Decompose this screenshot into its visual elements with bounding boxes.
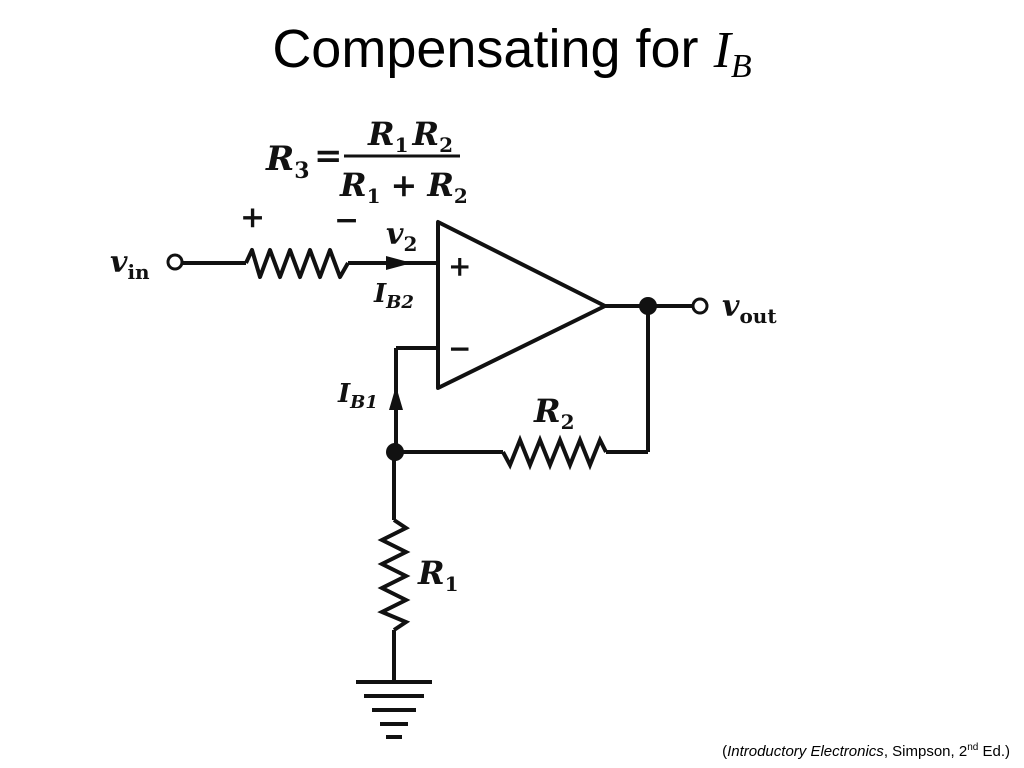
ib1-arrow-icon: [389, 386, 403, 410]
ib2-arrow-icon: [386, 256, 412, 270]
ground-icon: [356, 680, 432, 739]
opamp-triangle: [436, 220, 607, 390]
citation-book: Introductory Electronics: [727, 743, 884, 760]
ib1-label: IB1: [337, 379, 378, 413]
output-junction-dot: [639, 297, 657, 315]
resistor-plus-sign: +: [240, 200, 265, 235]
citation: (Introductory Electronics, Simpson, 2nd …: [722, 742, 1010, 760]
title-symbol-letter: I: [713, 22, 731, 79]
r2-resistor: [501, 434, 608, 471]
r1-label: R1: [417, 554, 459, 596]
vout-terminal: [691, 297, 709, 315]
r2-label: R2: [533, 392, 575, 434]
ib2-label: IB2: [373, 279, 414, 313]
r1-resistor: [377, 518, 411, 632]
vin-terminal: [166, 253, 184, 271]
citation-author: , Simpson, 2: [883, 743, 968, 760]
title-symbol-subscript: B: [730, 48, 752, 85]
output-branch: [394, 297, 709, 471]
inverting-junction-dot: [386, 443, 404, 461]
citation-edition: Ed.): [978, 743, 1010, 760]
eq-equals: =: [314, 136, 343, 176]
citation-sup: nd: [967, 742, 979, 753]
opamp-plus-input: +: [448, 250, 471, 283]
opamp-minus-input: −: [448, 332, 471, 365]
input-resistor: [244, 248, 350, 279]
vout-label: vout: [722, 289, 777, 328]
title-text: Compensating for: [272, 19, 699, 79]
v2-label: v2: [386, 217, 417, 256]
resistor-minus-sign: −: [334, 203, 359, 238]
eq-r3: R3: [265, 139, 310, 184]
eq-denominator: R1+R2: [339, 166, 468, 208]
slide-title: Compensating for IB: [0, 22, 1024, 84]
vin-label: vin: [110, 245, 150, 284]
inverting-branch: [377, 346, 438, 682]
title-symbol: IB: [713, 22, 752, 84]
citation-open: (: [722, 743, 728, 760]
